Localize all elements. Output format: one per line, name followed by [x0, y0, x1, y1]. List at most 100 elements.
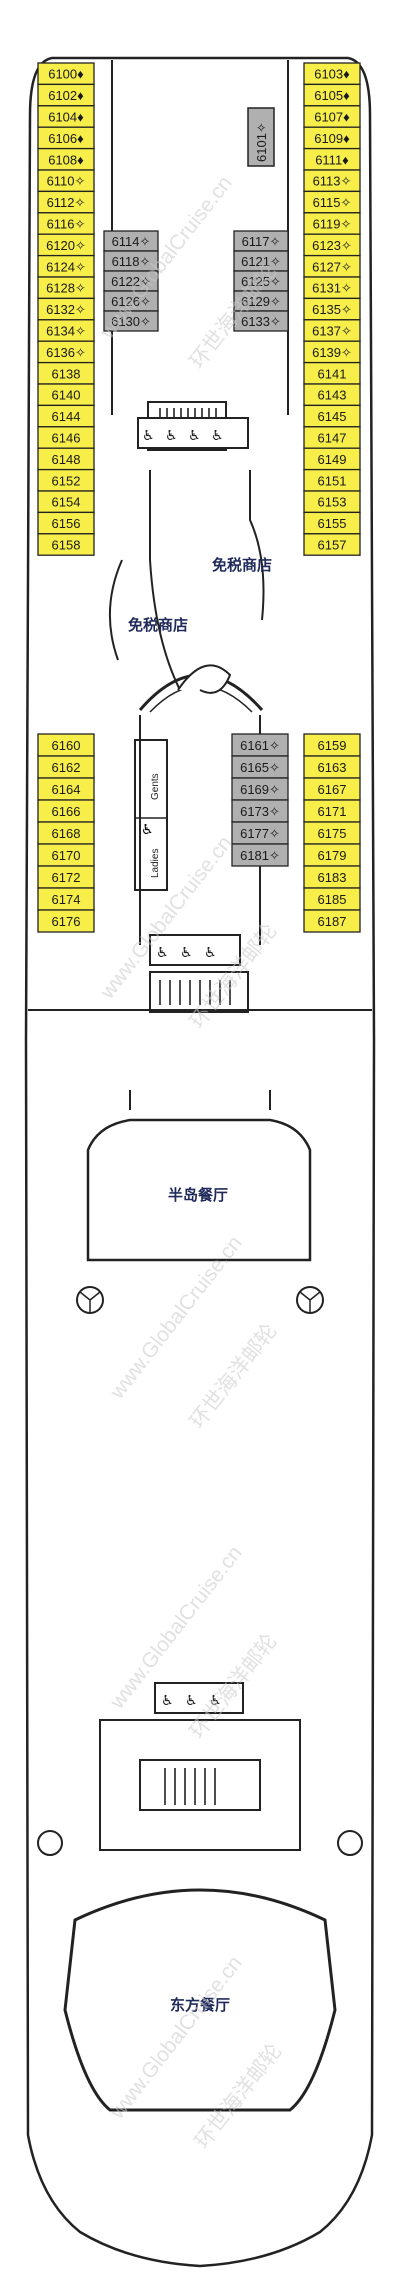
- duty-free-outline: [149, 470, 265, 691]
- cabin-label: 6106♦: [48, 131, 84, 146]
- cabin-6176[interactable]: [37, 909, 95, 933]
- cabin-label: 6127✧: [312, 259, 352, 274]
- peninsula-restaurant-label: 半岛餐厅: [168, 1186, 228, 1204]
- cabin-label: 6114✧: [112, 234, 151, 249]
- cabin-label: 6175: [318, 826, 347, 841]
- cabin-label: 6156: [52, 516, 81, 531]
- cabin-label: 6141: [318, 366, 347, 381]
- cabin-label: 6116✧: [47, 217, 86, 232]
- duty-free-label-2: 免税商店: [128, 616, 188, 634]
- cabin-label: 6117✧: [242, 234, 281, 249]
- svg-text:环世海洋邮轮: 环世海洋邮轮: [186, 1320, 282, 1433]
- cabin-label: 6131✧: [312, 281, 352, 296]
- svg-text:♿: ♿: [209, 1693, 222, 1709]
- svg-text:环世海洋邮轮: 环世海洋邮轮: [191, 2040, 287, 2153]
- svg-text:♿: ♿: [188, 428, 201, 444]
- cabin-label: 6107♦: [314, 110, 350, 125]
- cabin-label: 6128✧: [46, 281, 86, 296]
- cabin-label: 6113✧: [313, 174, 352, 189]
- cabin-6157[interactable]: [303, 533, 361, 556]
- cabin-label: 6149: [318, 452, 347, 467]
- cabin-column-inner-mid: 6161✧6165✧6169✧6173✧6177✧6181✧: [231, 733, 289, 867]
- cabin-label: 6158: [52, 538, 81, 553]
- cabin-label: 6148: [52, 452, 81, 467]
- restroom-block: [134, 739, 168, 891]
- cabin-label: 6108♦: [48, 152, 84, 167]
- svg-text:♿: ♿: [142, 428, 155, 444]
- cabin-label: 6169✧: [240, 782, 280, 797]
- cabin-label: 6136✧: [46, 345, 86, 360]
- cabin-label: 6173✧: [240, 804, 280, 819]
- cabin-label: 6103♦: [314, 67, 350, 82]
- aft-stair-block: [99, 1719, 301, 1851]
- cabin-6181[interactable]: [231, 843, 289, 867]
- restroom-icon: ♿♿♿: [161, 1693, 222, 1709]
- cabin-label: 6153: [318, 495, 347, 510]
- cabin-label: 6130✧: [111, 314, 151, 329]
- stair-block-lower: [149, 971, 249, 1013]
- cabin-6130[interactable]: [103, 310, 159, 332]
- cabin-label: 6100♦: [48, 67, 84, 82]
- cabin-label: 6123✧: [312, 238, 352, 253]
- cabin-label: 6143: [318, 388, 347, 403]
- hull-outline: [24, 56, 376, 2268]
- cabin-label: 6112✧: [47, 195, 86, 210]
- ladies-label: Ladies: [150, 849, 161, 878]
- cabin-label: 6125✧: [241, 274, 281, 289]
- cabin-label: 6146: [52, 431, 81, 446]
- cabin-label: 6145: [318, 409, 347, 424]
- watermark: www.GlobalCruise.cn 环世海洋邮轮 www.GlobalCru…: [95, 172, 286, 2153]
- cabin-label: 6104♦: [48, 110, 84, 125]
- gents-label: Gents: [150, 773, 161, 800]
- cabin-label: 6133✧: [241, 314, 281, 329]
- cabin-label: 6147: [318, 431, 347, 446]
- cabin-label: 6185: [318, 892, 347, 907]
- cabin-label: 6129✧: [241, 294, 281, 309]
- curved-wall: [108, 559, 123, 661]
- cabin-label: 6167: [318, 782, 347, 797]
- wheelchair-icon: ♿: [141, 822, 154, 838]
- cabin-label: 6132✧: [46, 302, 86, 317]
- duty-free-label-1: 免税商店: [212, 556, 272, 574]
- cabin-6158[interactable]: [37, 533, 95, 556]
- cabin-label: 6134✧: [46, 324, 86, 339]
- cabin-6133[interactable]: [233, 310, 289, 332]
- spiral-stair-aft-left: [37, 1830, 63, 1856]
- cabin-label: 6176: [52, 914, 81, 929]
- cabin-label: 6165✧: [240, 760, 280, 775]
- cabin-6101[interactable]: [247, 107, 275, 167]
- cabin-label: 6168: [52, 826, 81, 841]
- cabin-label: 6159: [318, 738, 347, 753]
- cabin-6187[interactable]: [303, 909, 361, 933]
- cabin-label: 6172: [52, 870, 81, 885]
- cabin-label: 6171: [318, 804, 347, 819]
- cabin-label: 6101✧: [254, 122, 269, 162]
- cabin-label: 6110✧: [47, 174, 86, 189]
- cabin-label: 6109♦: [314, 131, 350, 146]
- oriental-restaurant-label: 东方餐厅: [170, 1996, 230, 2014]
- cabin-label: 6174: [52, 892, 81, 907]
- cabin-label: 6124✧: [46, 259, 86, 274]
- cabin-label: 6139✧: [312, 345, 352, 360]
- cabin-column-inner-left: 6114✧6118✧6122✧6126✧6130✧: [103, 230, 159, 332]
- cabin-label: 6121✧: [241, 254, 281, 269]
- cabin-label: 6137✧: [312, 324, 352, 339]
- svg-text:♿: ♿: [185, 1693, 198, 1709]
- cabin-label: 6166: [52, 804, 81, 819]
- svg-text:♿: ♿: [156, 945, 169, 961]
- svg-text:♿: ♿: [204, 945, 217, 961]
- cabin-label: 6164: [52, 782, 81, 797]
- cabin-label: 6119✧: [313, 217, 352, 232]
- cabin-label: 6152: [52, 473, 81, 488]
- svg-text:♿: ♿: [165, 428, 178, 444]
- restroom-row-lower: [149, 934, 241, 966]
- cabin-column-left-forward: 6100♦6102♦6104♦6106♦6108♦6110✧6112✧6116✧…: [37, 62, 95, 556]
- peninsula-restaurant: [86, 1118, 312, 1262]
- cabin-label: 6163: [318, 760, 347, 775]
- cabin-label: 6160: [52, 738, 81, 753]
- cabin-label: 6122✧: [111, 274, 151, 289]
- spiral-stair-aft-right: [337, 1830, 363, 1856]
- restroom-row-aft: [154, 1682, 244, 1714]
